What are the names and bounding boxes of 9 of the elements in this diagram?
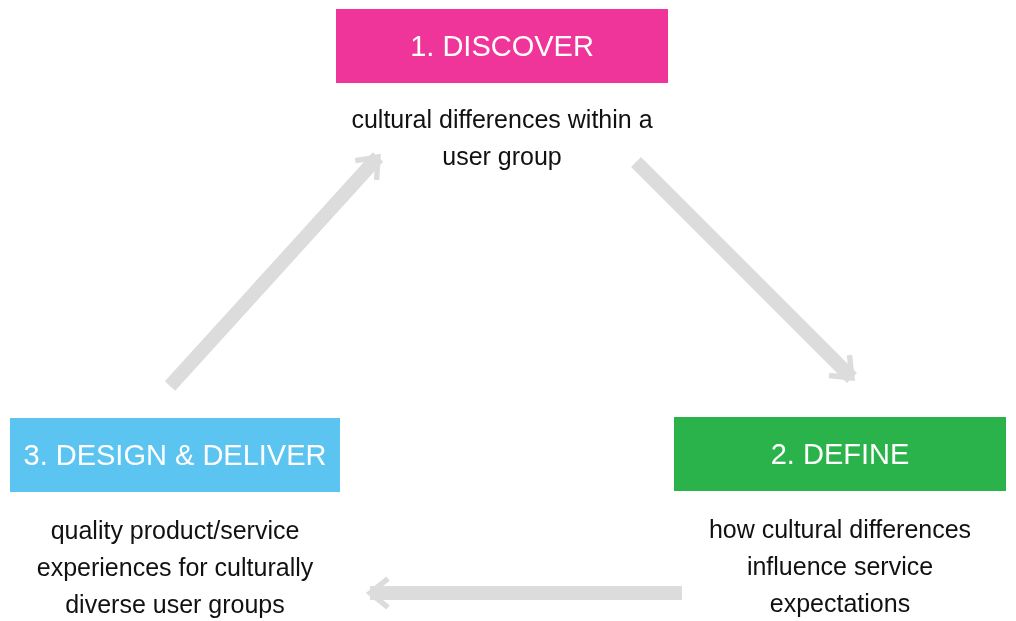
- arrow: [367, 575, 682, 611]
- step-description: cultural differences within a user group: [350, 104, 654, 172]
- step-description: quality product/service experiences for culturally diverse user groups: [35, 515, 315, 620]
- step-box: 3. DESIGN & DELIVER: [10, 418, 340, 492]
- arrow: [164, 152, 384, 391]
- step-description: how cultural differences influence service expectations: [707, 514, 973, 619]
- arrow: [631, 157, 857, 383]
- step-box: 1. DISCOVER: [336, 9, 668, 83]
- step-box: 2. DEFINE: [674, 417, 1006, 491]
